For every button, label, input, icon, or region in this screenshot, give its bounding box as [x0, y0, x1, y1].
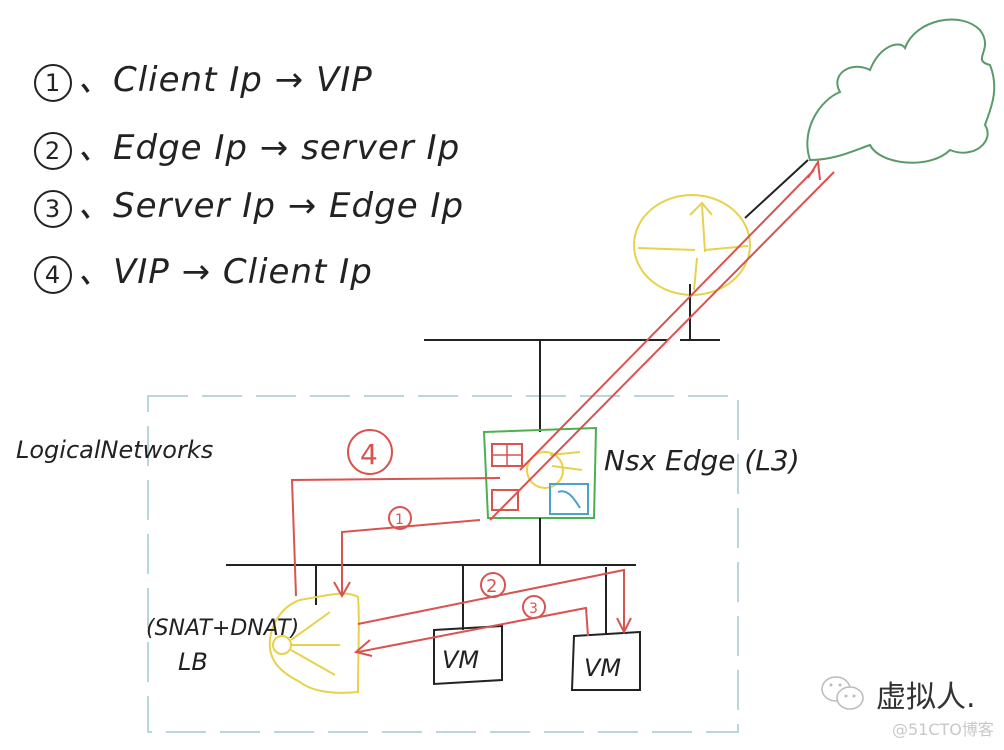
- legend-to: Client Ip: [222, 252, 373, 292]
- vm-box-2: [570, 630, 641, 691]
- step-number: 1: [34, 64, 72, 102]
- legend-from: Edge Ip: [113, 128, 248, 168]
- vm-1-label: VM: [442, 646, 479, 674]
- nsx-edge-label: Nsx Edge (L3): [604, 444, 800, 477]
- logical-network-boundary: [147, 395, 739, 733]
- legend-to: server Ip: [301, 128, 461, 168]
- lb-label: LB: [178, 648, 208, 676]
- legend-from: Client Ip: [113, 60, 263, 100]
- step-2-label: 2: [486, 576, 497, 597]
- legend-to: VIP: [315, 60, 373, 100]
- arrow-icon: →: [274, 60, 305, 100]
- legend-item-3: 3、Server Ip → Edge Ip: [34, 178, 464, 228]
- legend-item-4: 4、VIP → Client Ip: [34, 244, 373, 294]
- step-number: 3: [34, 190, 72, 228]
- watermark: 虚拟人.: [820, 672, 976, 716]
- step-3-label: 3: [529, 601, 538, 617]
- legend-to: Edge Ip: [329, 186, 465, 226]
- legend-from: Server Ip: [113, 186, 276, 226]
- legend-from: VIP: [113, 252, 170, 292]
- step-number: 4: [34, 256, 72, 294]
- legend-item-1: 1、Client Ip → VIP: [34, 52, 373, 102]
- legend-item-2: 2、Edge Ip → server Ip: [34, 120, 460, 170]
- arrow-icon: →: [259, 128, 290, 168]
- cloud-icon: [806, 18, 996, 164]
- step-number: 2: [34, 132, 72, 170]
- vm-2-label: VM: [584, 654, 621, 682]
- arrow-icon: →: [181, 252, 212, 292]
- watermark-source: @51CTO博客: [892, 720, 994, 739]
- nsx-edge-icon: [482, 426, 598, 519]
- load-balancer-icon: [268, 592, 360, 694]
- wechat-icon: [821, 676, 864, 710]
- step-1-label: 1: [395, 512, 404, 528]
- arrow-icon: →: [287, 186, 318, 226]
- router-icon: [633, 194, 751, 296]
- uplink-line: [744, 159, 809, 219]
- logical-networks-label: LogicalNetworks: [16, 436, 213, 464]
- lb-mode-label: (SNAT+DNAT): [146, 616, 299, 641]
- step-4-label: 4: [360, 438, 378, 471]
- watermark-name: 虚拟人.: [876, 680, 976, 715]
- vm-box-1: [433, 624, 503, 686]
- traffic-flows: [290, 159, 835, 657]
